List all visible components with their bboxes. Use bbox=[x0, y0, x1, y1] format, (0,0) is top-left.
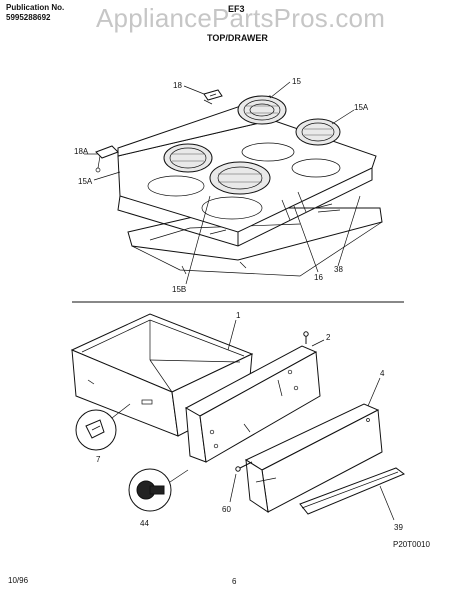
callout-15b: 15B bbox=[172, 285, 186, 294]
screw-60 bbox=[235, 461, 253, 472]
watermark: AppliancePartsPros.com bbox=[96, 3, 386, 33]
page-number: 6 bbox=[232, 577, 237, 586]
drawer-front-panel bbox=[184, 345, 321, 463]
callout-60: 60 bbox=[222, 505, 231, 514]
detail-7-clip bbox=[75, 403, 131, 451]
callout-18: 18 bbox=[173, 81, 182, 90]
callout-16: 16 bbox=[314, 273, 323, 282]
callout-39: 39 bbox=[394, 523, 403, 532]
callout-2: 2 bbox=[326, 333, 331, 342]
publication-label: Publication No. bbox=[6, 3, 65, 12]
section-title: TOP/DRAWER bbox=[207, 33, 268, 43]
radiant-element-15b bbox=[209, 161, 271, 195]
callout-1: 1 bbox=[236, 311, 241, 320]
callout-44: 44 bbox=[140, 519, 149, 528]
model-number: EF3 bbox=[228, 4, 245, 14]
radiant-element-15a-right bbox=[295, 118, 341, 146]
drawing-reference: P20T0010 bbox=[393, 540, 430, 549]
cooktop-assembly bbox=[95, 89, 383, 277]
callout-15: 15 bbox=[292, 77, 301, 86]
callout-38: 38 bbox=[334, 265, 343, 274]
callout-15a-right: 15A bbox=[354, 103, 369, 112]
leader-lines-bottom bbox=[227, 319, 395, 521]
callout-15a-left: 15A bbox=[78, 177, 93, 186]
radiant-element-15 bbox=[237, 95, 287, 125]
radiant-element-15a-left bbox=[163, 143, 213, 173]
callout-7: 7 bbox=[96, 455, 101, 464]
callout-4: 4 bbox=[380, 369, 385, 378]
callout-labels: 18 15 15A 18A 15A 15B 16 38 1 2 4 7 44 6… bbox=[74, 77, 403, 532]
drawer-trim-39 bbox=[299, 467, 405, 515]
leader-lines-top bbox=[84, 81, 361, 285]
detail-44-glide bbox=[128, 468, 189, 512]
bracket-18a bbox=[95, 145, 119, 173]
drawer-assembly bbox=[70, 313, 405, 515]
callout-18a: 18A bbox=[74, 147, 89, 156]
publication-number: 5995288692 bbox=[6, 13, 51, 22]
bracket-18 bbox=[203, 89, 223, 101]
screw bbox=[303, 331, 309, 344]
drawer-face-panel bbox=[244, 403, 383, 514]
print-date: 10/96 bbox=[8, 576, 29, 585]
